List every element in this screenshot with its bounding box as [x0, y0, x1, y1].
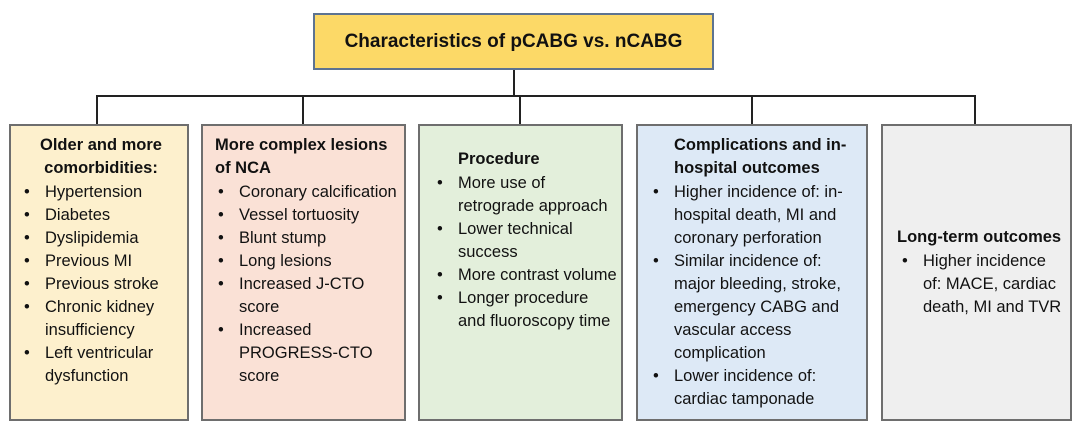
bullet-list: Coronary calcification Vessel tortuosity… — [213, 181, 400, 388]
box-long-term: Long-term outcomes Higher incidence of: … — [881, 124, 1072, 421]
box-heading: More complex lesions of NCA — [215, 136, 388, 177]
list-item: Dyslipidemia — [19, 227, 183, 250]
list-item: More contrast volume — [432, 264, 617, 287]
list-item: Higher incidence of: in-hospital death, … — [648, 181, 862, 250]
list-item: Higher incidence of: MACE, cardiac death… — [897, 250, 1066, 319]
box-comorbidities: Older and more comorbidities: Hypertensi… — [9, 124, 189, 421]
list-item: Previous stroke — [19, 273, 183, 296]
box-lesions: More complex lesions of NCA Coronary cal… — [201, 124, 406, 421]
list-item: Increased J-CTO score — [213, 273, 400, 319]
list-item: Long lesions — [213, 250, 400, 273]
box-heading: Procedure — [458, 150, 540, 168]
list-item: Previous MI — [19, 250, 183, 273]
bullet-list: Hypertension Diabetes Dyslipidemia Previ… — [19, 181, 183, 388]
list-item: Lower incidence of: cardiac tamponade — [648, 365, 862, 411]
list-item: Lower technical success — [432, 218, 617, 264]
bullet-list: Higher incidence of: in-hospital death, … — [648, 181, 862, 411]
box-heading: Older and more comorbidities: — [40, 136, 162, 177]
list-item: Hypertension — [19, 181, 183, 204]
bullet-list: More use of retrograde approach Lower te… — [432, 172, 617, 333]
list-item: Chronic kidney insufficiency — [19, 296, 183, 342]
box-procedure: Procedure More use of retrograde approac… — [418, 124, 623, 421]
box-heading: Complications and in-hospital outcomes — [674, 136, 847, 177]
list-item: Increased PROGRESS-CTO score — [213, 319, 400, 388]
list-item: More use of retrograde approach — [432, 172, 617, 218]
diagram-title: Characteristics of pCABG vs. nCABG — [313, 13, 714, 70]
list-item: Vessel tortuosity — [213, 204, 400, 227]
list-item: Blunt stump — [213, 227, 400, 250]
bullet-list: Higher incidence of: MACE, cardiac death… — [897, 250, 1066, 319]
list-item: Diabetes — [19, 204, 183, 227]
list-item: Left ventricular dysfunction — [19, 342, 183, 388]
box-heading: Long-term outcomes — [897, 228, 1062, 246]
list-item: Coronary calcification — [213, 181, 400, 204]
list-item: Longer procedure and fluoroscopy time — [432, 287, 617, 333]
box-complications: Complications and in-hospital outcomes H… — [636, 124, 868, 421]
list-item: Similar incidence of: major bleeding, st… — [648, 250, 862, 365]
